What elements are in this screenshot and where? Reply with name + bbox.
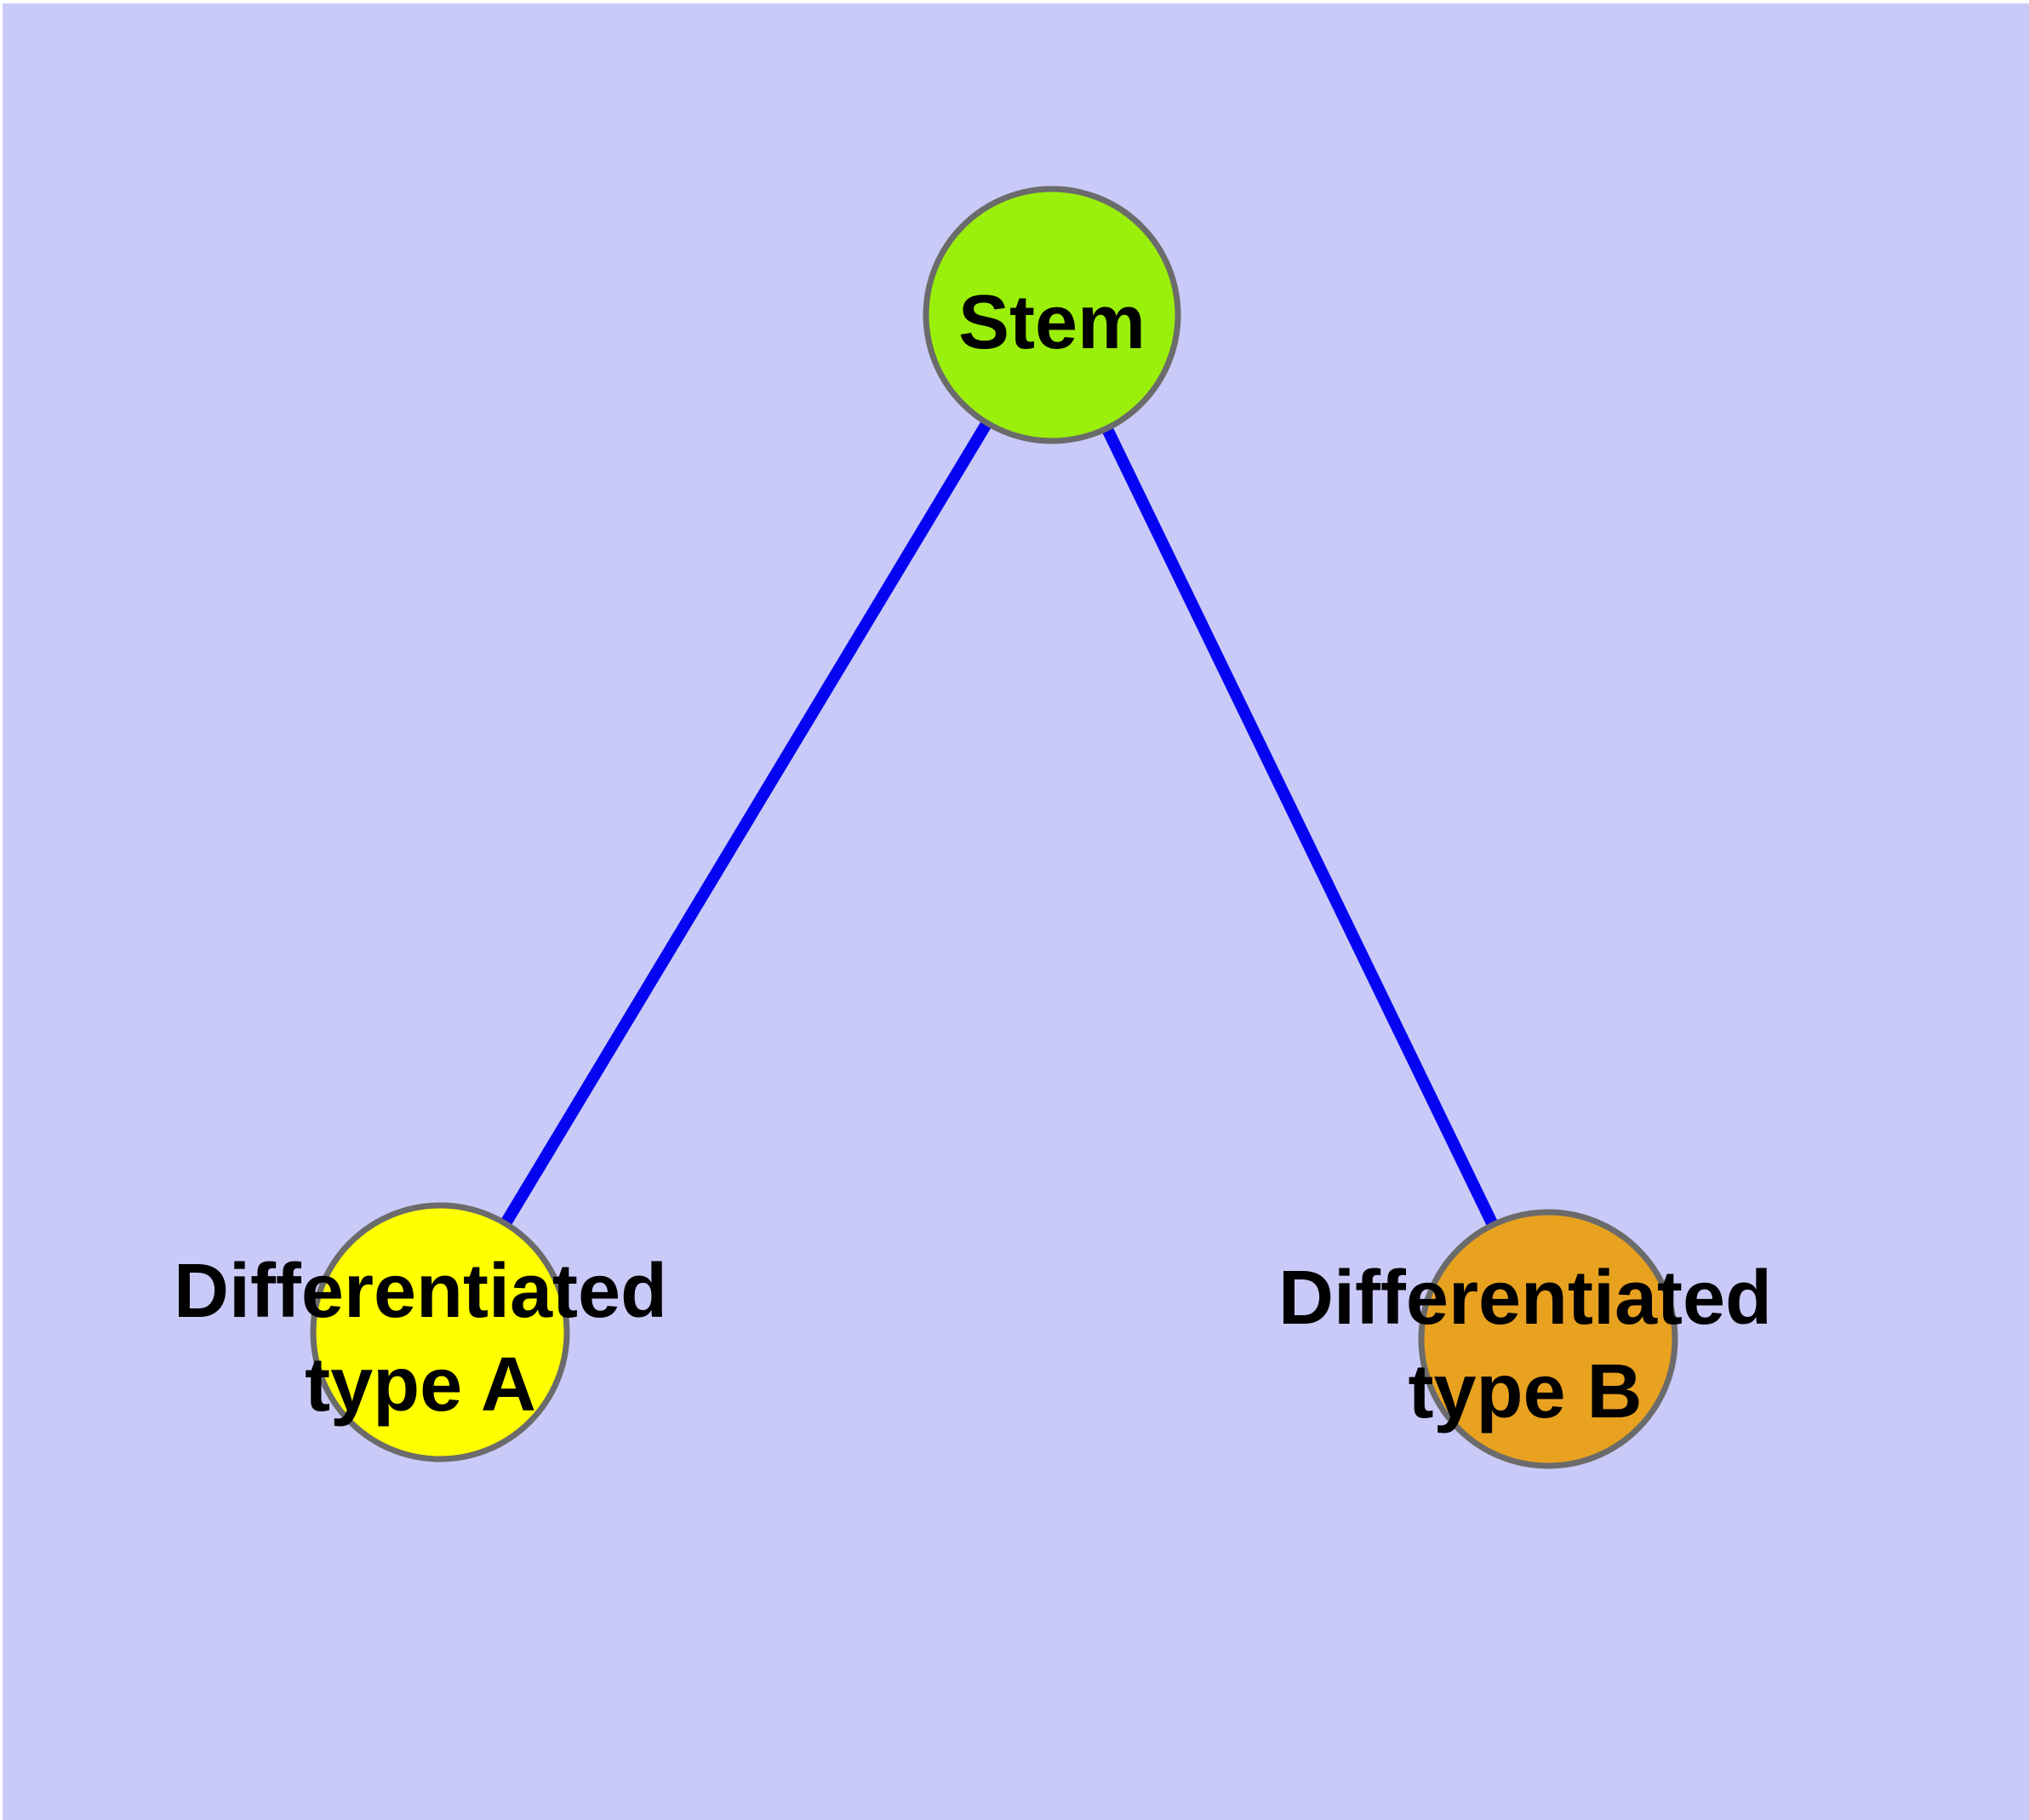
node-type-b-label-line1: Differentiated bbox=[1278, 1256, 1772, 1341]
node-stem-label: Stem bbox=[958, 280, 1146, 365]
node-differentiated-type-a bbox=[310, 1202, 570, 1462]
node-type-b-label-line2: type B bbox=[1408, 1349, 1642, 1434]
node-stem bbox=[923, 186, 1181, 444]
label-layer: Stem Differentiated type A Differentiate… bbox=[174, 280, 1772, 1434]
edge-stem-to-type-b bbox=[1046, 312, 1554, 1342]
node-type-a-label-line2: type A bbox=[305, 1342, 536, 1428]
node-layer bbox=[310, 186, 1678, 1469]
node-type-a-label-line1: Differentiated bbox=[174, 1249, 667, 1334]
edge-stem-to-type-a bbox=[435, 312, 1057, 1336]
node-differentiated-type-b bbox=[1418, 1209, 1678, 1469]
edge-layer bbox=[435, 312, 1554, 1342]
